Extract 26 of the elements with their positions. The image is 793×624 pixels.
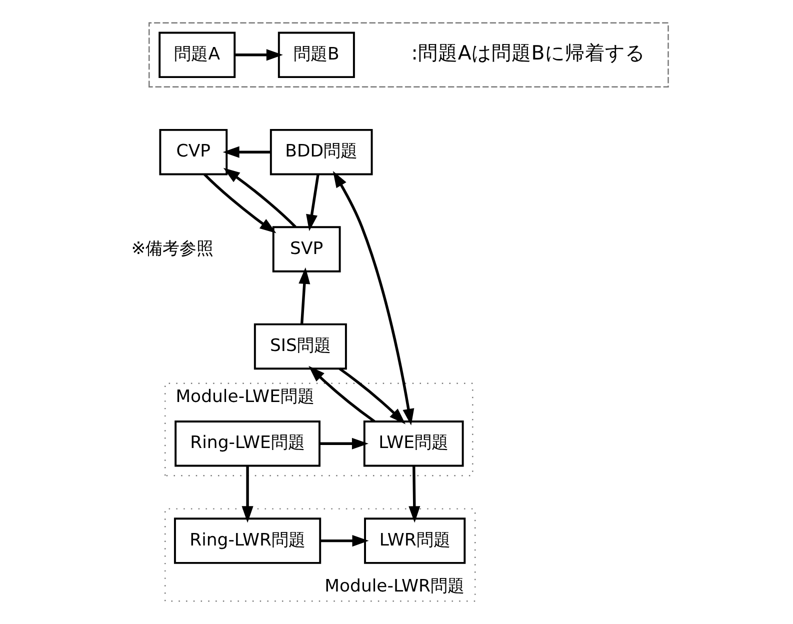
arrow <box>319 438 368 450</box>
arrow <box>320 535 368 547</box>
node-box: Ring-LWR問題 <box>173 518 321 564</box>
node-box: LWR問題 <box>364 518 466 564</box>
arrow <box>298 267 310 324</box>
arrow <box>203 173 276 234</box>
arrow <box>222 146 270 158</box>
cluster <box>148 22 668 88</box>
node-box: Ring-LWE問題 <box>174 420 320 467</box>
arrow <box>222 168 296 228</box>
arrow <box>234 49 282 61</box>
node-box: 問題B <box>277 32 354 78</box>
node-box: LWE問題 <box>362 420 464 467</box>
arrow <box>306 174 319 232</box>
node-box: BDD問題 <box>269 128 372 176</box>
arrow <box>338 368 406 424</box>
node-box: SVP <box>272 226 340 272</box>
arrow <box>408 466 420 523</box>
node-box: SIS問題 <box>253 323 346 370</box>
arrow <box>332 171 414 426</box>
label: :問題Aは問題Bに帰着する <box>410 42 644 65</box>
label: ※備考参照 <box>130 238 214 259</box>
node-box: CVP <box>158 128 228 176</box>
arrow <box>241 466 253 523</box>
arrow <box>308 366 375 423</box>
node-box: 問題A <box>158 32 236 78</box>
